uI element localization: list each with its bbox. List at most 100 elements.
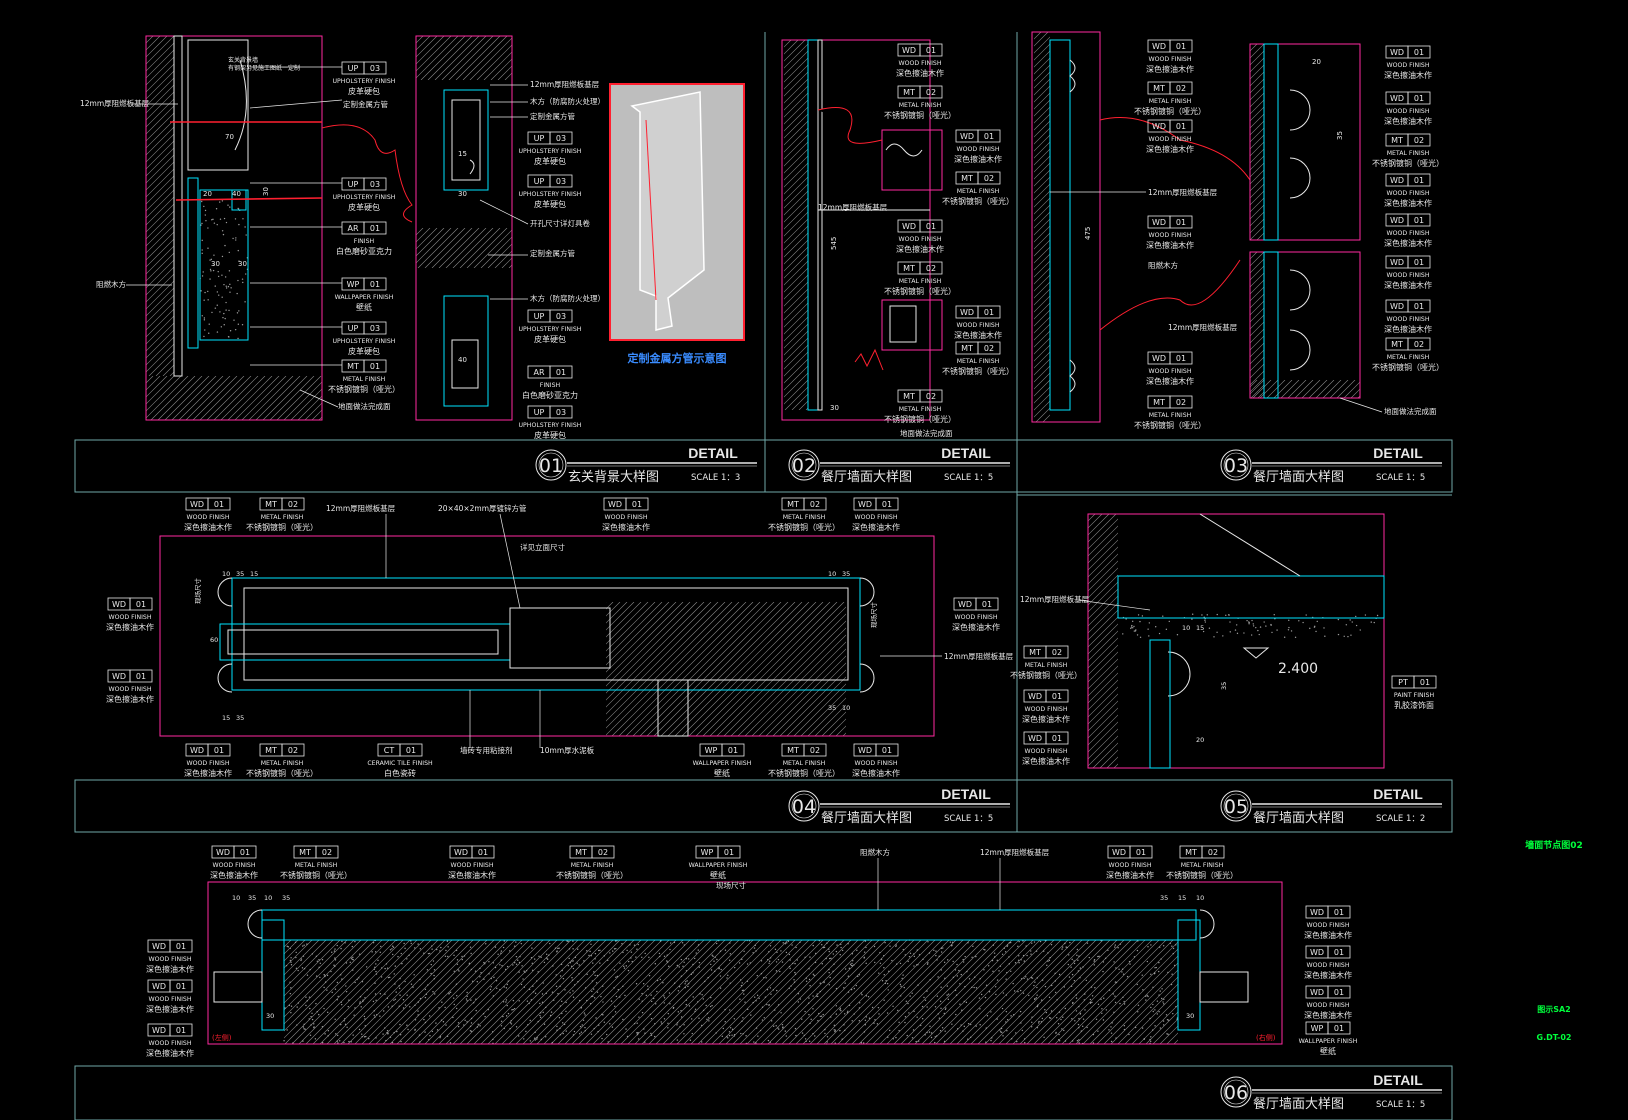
concrete-dot xyxy=(637,1032,639,1034)
concrete-dot xyxy=(812,973,815,976)
concrete-dot xyxy=(483,978,485,980)
concrete-dot xyxy=(886,1012,889,1014)
concrete-dot xyxy=(809,985,811,987)
concrete-dot xyxy=(1097,1003,1100,1006)
concrete-dot xyxy=(556,1025,558,1028)
concrete-dot xyxy=(1071,1018,1073,1020)
concrete-dot xyxy=(580,1031,583,1033)
concrete-dot xyxy=(1255,626,1257,629)
tag-num-box xyxy=(803,497,827,511)
dim-30: 30 xyxy=(1186,1012,1194,1020)
tag-en: WOOD FINISH xyxy=(1306,922,1349,929)
concrete-dot xyxy=(676,1022,679,1024)
concrete-dot xyxy=(1137,1004,1140,1006)
concrete-dot xyxy=(788,953,791,956)
concrete-dot xyxy=(434,993,436,995)
detail01b-tube-1 xyxy=(443,89,489,191)
concrete-dot xyxy=(1129,963,1131,965)
detail03-red-border xyxy=(1031,31,1101,423)
concrete-dot xyxy=(456,994,458,997)
concrete-dot xyxy=(399,994,401,996)
tag-num: 01 xyxy=(1052,734,1062,743)
concrete-dot xyxy=(1152,1010,1154,1013)
concrete-dot xyxy=(1324,635,1326,637)
concrete-dot xyxy=(218,294,220,296)
hatch-stroke xyxy=(403,940,509,1044)
concrete-dot xyxy=(464,1019,466,1022)
concrete-dot xyxy=(1270,624,1272,626)
concrete-dot xyxy=(1146,960,1149,963)
concrete-dot xyxy=(557,993,559,995)
concrete-dot xyxy=(219,201,221,203)
hatch-stroke xyxy=(744,634,846,736)
concrete-dot xyxy=(212,269,215,272)
tag-num: 01 xyxy=(632,500,642,509)
concrete-dot xyxy=(458,970,460,972)
leader-line xyxy=(299,389,339,408)
tag-zh: 深色擦油木作 xyxy=(1146,144,1194,154)
dim-10: 10 xyxy=(264,894,272,902)
hatch-stroke xyxy=(1124,990,1178,1044)
hatch-stroke xyxy=(1033,940,1139,1044)
concrete-dot xyxy=(530,957,533,959)
tag-code: WD xyxy=(454,848,468,857)
concrete-dot xyxy=(501,964,503,967)
tag-en: WOOD FINISH xyxy=(1024,748,1067,755)
concrete-dot xyxy=(216,331,219,333)
hatch-stroke xyxy=(434,36,480,80)
concrete-dot xyxy=(924,1034,926,1036)
concrete-dot xyxy=(414,1019,417,1021)
concrete-dot xyxy=(1172,1012,1174,1015)
concrete-dot xyxy=(461,958,463,961)
concrete-dot xyxy=(1047,960,1049,962)
tag-zh: 深色擦油木作 xyxy=(852,768,900,778)
hatch-stroke xyxy=(146,315,174,345)
concrete-dot xyxy=(835,950,838,953)
tag-num: 02 xyxy=(1176,398,1186,407)
tag-en: METAL FINISH xyxy=(261,760,304,767)
concrete-dot xyxy=(336,1040,338,1042)
hatch-stroke xyxy=(935,940,1041,1044)
concrete-dot xyxy=(1084,1009,1086,1011)
detail02-finish xyxy=(817,39,823,411)
detail03-zoom-1-hatch xyxy=(1250,44,1264,240)
concrete-dot xyxy=(295,951,297,954)
concrete-dot xyxy=(1271,631,1273,634)
concrete-dot xyxy=(223,312,225,315)
detail-number: 04 xyxy=(792,796,816,818)
concrete-dot xyxy=(968,978,971,980)
concrete-dot xyxy=(336,981,339,984)
hatch-stroke xyxy=(311,409,322,420)
tag-num: 01 xyxy=(478,848,488,857)
tag-code: WD xyxy=(958,600,972,609)
concrete-dot xyxy=(705,1004,707,1007)
concrete-dot xyxy=(361,981,364,983)
concrete-dot xyxy=(517,959,519,961)
hatch-lines xyxy=(146,376,322,420)
tag-zh: 不锈钢镀铜（哑光） xyxy=(942,366,1014,376)
hatch-stroke xyxy=(998,940,1104,1044)
concrete-dot xyxy=(913,955,916,958)
concrete-dot xyxy=(1115,981,1118,984)
hatch-stroke xyxy=(793,683,846,736)
concrete-dot xyxy=(553,999,555,1001)
concrete-dot xyxy=(1048,996,1051,999)
concrete-dot xyxy=(571,979,574,981)
concrete-dot xyxy=(593,971,595,973)
dim-10: 10 xyxy=(1196,894,1204,902)
detail01b-hook xyxy=(469,159,475,175)
concrete-dot xyxy=(1145,999,1147,1001)
concrete-dot xyxy=(804,1038,807,1040)
tag-num: 01 xyxy=(926,46,936,55)
concrete-dot xyxy=(622,951,624,954)
tag-code: UP xyxy=(534,312,545,321)
concrete-dot xyxy=(1287,629,1290,631)
tag-num: 03 xyxy=(556,134,566,143)
hatch-lines xyxy=(146,36,174,376)
concrete-dot xyxy=(1090,986,1093,988)
concrete-dot xyxy=(540,956,542,958)
hatch-stroke xyxy=(276,376,322,420)
concrete-dot xyxy=(1040,1021,1043,1023)
